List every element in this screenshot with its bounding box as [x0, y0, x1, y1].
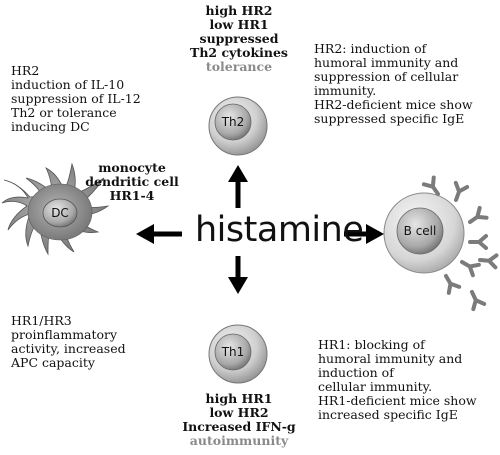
dc-cell-label: DC [51, 206, 69, 220]
arrow-down-to-th1 [228, 256, 248, 294]
bcell-hr2-note-line: immunity. [314, 83, 377, 98]
dc-hr1-hr3-note-line: APC capacity [11, 355, 95, 370]
arrow-right-to-bcell [344, 224, 384, 244]
dc-heading-line: dendritic cell [85, 174, 179, 189]
bcell-hr1-note-line: HR1-deficient mice show [318, 393, 477, 408]
th2-cell: Th2 [208, 96, 268, 156]
dc-heading-line: monocyte [98, 160, 166, 175]
b-cell: B cell [383, 175, 499, 312]
th1-cell-label: Th1 [221, 345, 245, 359]
bcell-hr2-note-line: HR2: induction of [314, 41, 427, 56]
bcell-cell-label: B cell [404, 224, 437, 238]
th2-heading-line: Th2 cytokines [190, 45, 288, 60]
th2-heading-line: high HR2 [205, 3, 273, 18]
dendritic-cell: DC [1, 162, 110, 256]
th1-cell: Th1 [208, 324, 268, 384]
bcell-hr1-note-line: HR1: blocking of [318, 337, 425, 352]
bcell-hr1-note: HR1: blocking of humoral immunity and in… [318, 338, 477, 422]
th2-heading-line: low HR1 [209, 17, 269, 32]
arrow-up-to-th2 [228, 165, 248, 208]
dc-hr1-hr3-note-line: proinflammatory [11, 327, 118, 342]
dc-hr2-note-line: Th2 or tolerance [11, 105, 117, 120]
bcell-hr1-note-line: cellular immunity. [318, 379, 433, 394]
arrow-left-to-dc [136, 224, 182, 244]
bcell-hr2-note-line: HR2-deficient mice show [314, 97, 473, 112]
dc-hr2-note: HR2 induction of IL-10 suppression of IL… [11, 64, 141, 134]
th1-heading-line: low HR2 [209, 405, 269, 420]
bcell-hr1-note-line: humoral immunity and [318, 351, 463, 366]
th2-outcome: tolerance [205, 59, 273, 74]
dc-hr1-hr3-note-line: activity, increased [11, 341, 126, 356]
bcell-hr1-note-line: increased specific IgE [318, 407, 458, 422]
bcell-hr2-note: HR2: induction of humoral immunity and s… [314, 42, 473, 126]
dc-hr1-hr3-note: HR1/HR3 proinflammatory activity, increa… [11, 314, 126, 370]
bcell-hr1-note-line: induction of [318, 365, 394, 380]
dc-hr1-hr3-note-line: HR1/HR3 [11, 313, 72, 328]
dc-hr2-note-line: inducing DC [11, 119, 90, 134]
dc-heading: monocyte dendritic cell HR1-4 [82, 161, 182, 203]
dc-hr2-note-line: suppression of IL-12 [11, 91, 141, 106]
th1-heading-line: Increased IFN-g [182, 419, 296, 434]
bcell-hr2-note-line: suppressed specific IgE [314, 111, 465, 126]
dc-hr2-note-line: HR2 [11, 63, 40, 78]
histamine-label: histamine [195, 210, 364, 250]
th1-outcome: autoimmunity [189, 433, 289, 448]
th1-heading-line: high HR1 [205, 391, 273, 406]
dc-hr2-note-line: induction of IL-10 [11, 77, 125, 92]
th2-heading-line: suppressed [199, 31, 279, 46]
bcell-hr2-note-line: humoral immunity and [314, 55, 459, 70]
th2-heading: high HR2 low HR1 suppressed Th2 cytokine… [178, 4, 300, 74]
th1-heading: high HR1 low HR2 Increased IFN-g autoimm… [172, 392, 306, 448]
antibody-icons [421, 175, 499, 312]
bcell-hr2-note-line: suppression of cellular [314, 69, 459, 84]
dc-heading-line: HR1-4 [109, 188, 155, 203]
th2-cell-label: Th2 [221, 115, 245, 129]
